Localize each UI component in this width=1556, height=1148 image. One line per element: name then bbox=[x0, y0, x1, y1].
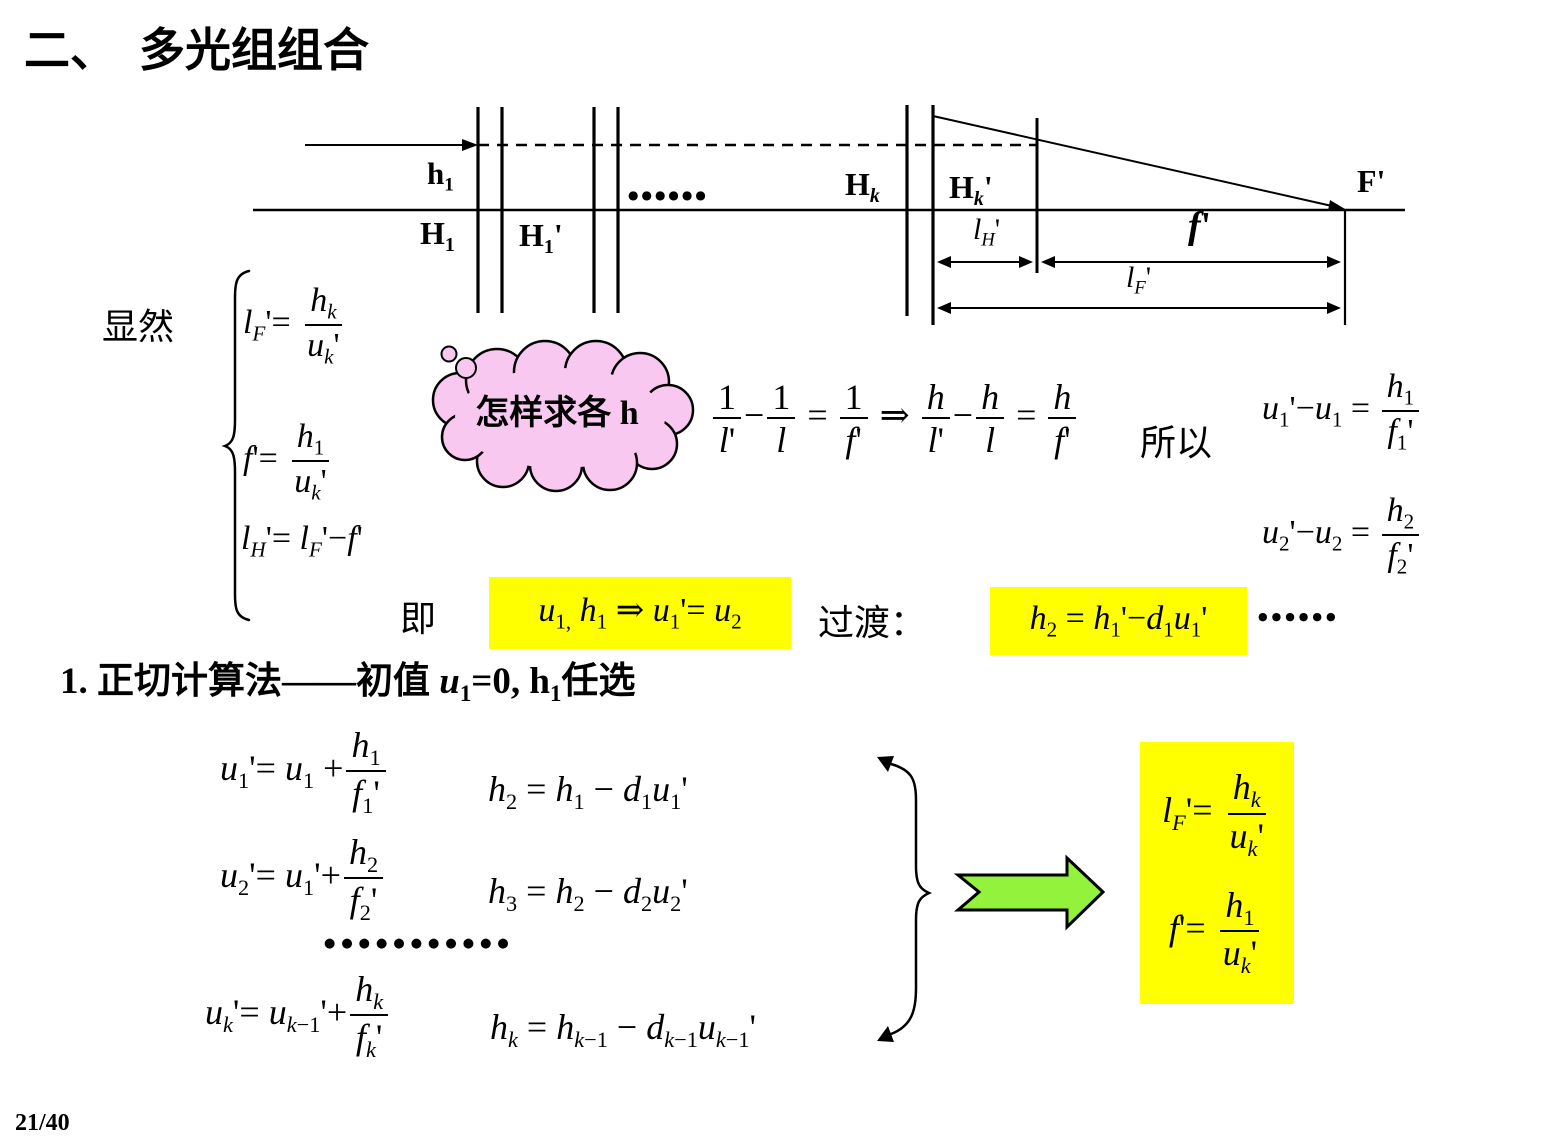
label-Hk: Hk bbox=[845, 166, 880, 207]
method-ellipsis: ●●●●●●●●●●● bbox=[324, 936, 515, 951]
green-arrow bbox=[953, 854, 1106, 931]
label-f-prime: f' bbox=[1188, 205, 1212, 247]
grouping-brace-arrows bbox=[877, 756, 933, 1042]
eq-hk: hk = hk−1 − dk−1uk−1' bbox=[490, 1007, 756, 1052]
ji-label: 即 bbox=[400, 599, 437, 639]
diagram-ellipsis: ●●●●●● bbox=[628, 188, 709, 202]
label-F-prime: F' bbox=[1357, 163, 1386, 199]
label-h1: h1 bbox=[427, 156, 454, 196]
label-H1-prime: H1' bbox=[519, 217, 563, 258]
obvious-label: 显然 bbox=[102, 307, 175, 347]
converging-ray bbox=[932, 115, 1345, 211]
transfer-formula: h2 = h1'−d1u1' bbox=[1029, 600, 1208, 642]
after-transfer-ellipsis: ●●●●●● bbox=[1258, 610, 1340, 623]
recursion-start-formula: u1, h1 ⇒ u1'= u2 bbox=[538, 592, 742, 634]
suoyi-label: 所以 bbox=[1140, 423, 1213, 463]
section-heading: 1. 正切计算法——初值 u1=0, h1任选 bbox=[60, 661, 636, 707]
input-ray-arrow bbox=[305, 139, 478, 151]
principal-plane-lines bbox=[476, 105, 1347, 325]
highlight-transfer: h2 = h1'−d1u1' bbox=[990, 587, 1247, 655]
eq-h2: h2 = h1 − d1u1' bbox=[488, 769, 688, 814]
page-number: 21/40 bbox=[15, 1110, 70, 1136]
lh-formula: lH'= lF'−f' bbox=[241, 520, 363, 562]
highlight-recursion-start: u1, h1 ⇒ u1'= u2 bbox=[489, 577, 791, 649]
label-lH-prime: lH' bbox=[973, 213, 1001, 251]
label-H1: H1 bbox=[420, 215, 455, 256]
cloud-text: 怎样求各 h bbox=[475, 395, 639, 432]
eq-h3: h3 = h2 − d2u2' bbox=[488, 871, 688, 916]
slide-title: 二、 多光组组合 bbox=[24, 25, 369, 76]
label-lF-prime: lF' bbox=[1126, 261, 1152, 299]
guodu-label: 过渡： bbox=[818, 603, 927, 643]
label-Hk-prime: Hk' bbox=[949, 169, 993, 210]
